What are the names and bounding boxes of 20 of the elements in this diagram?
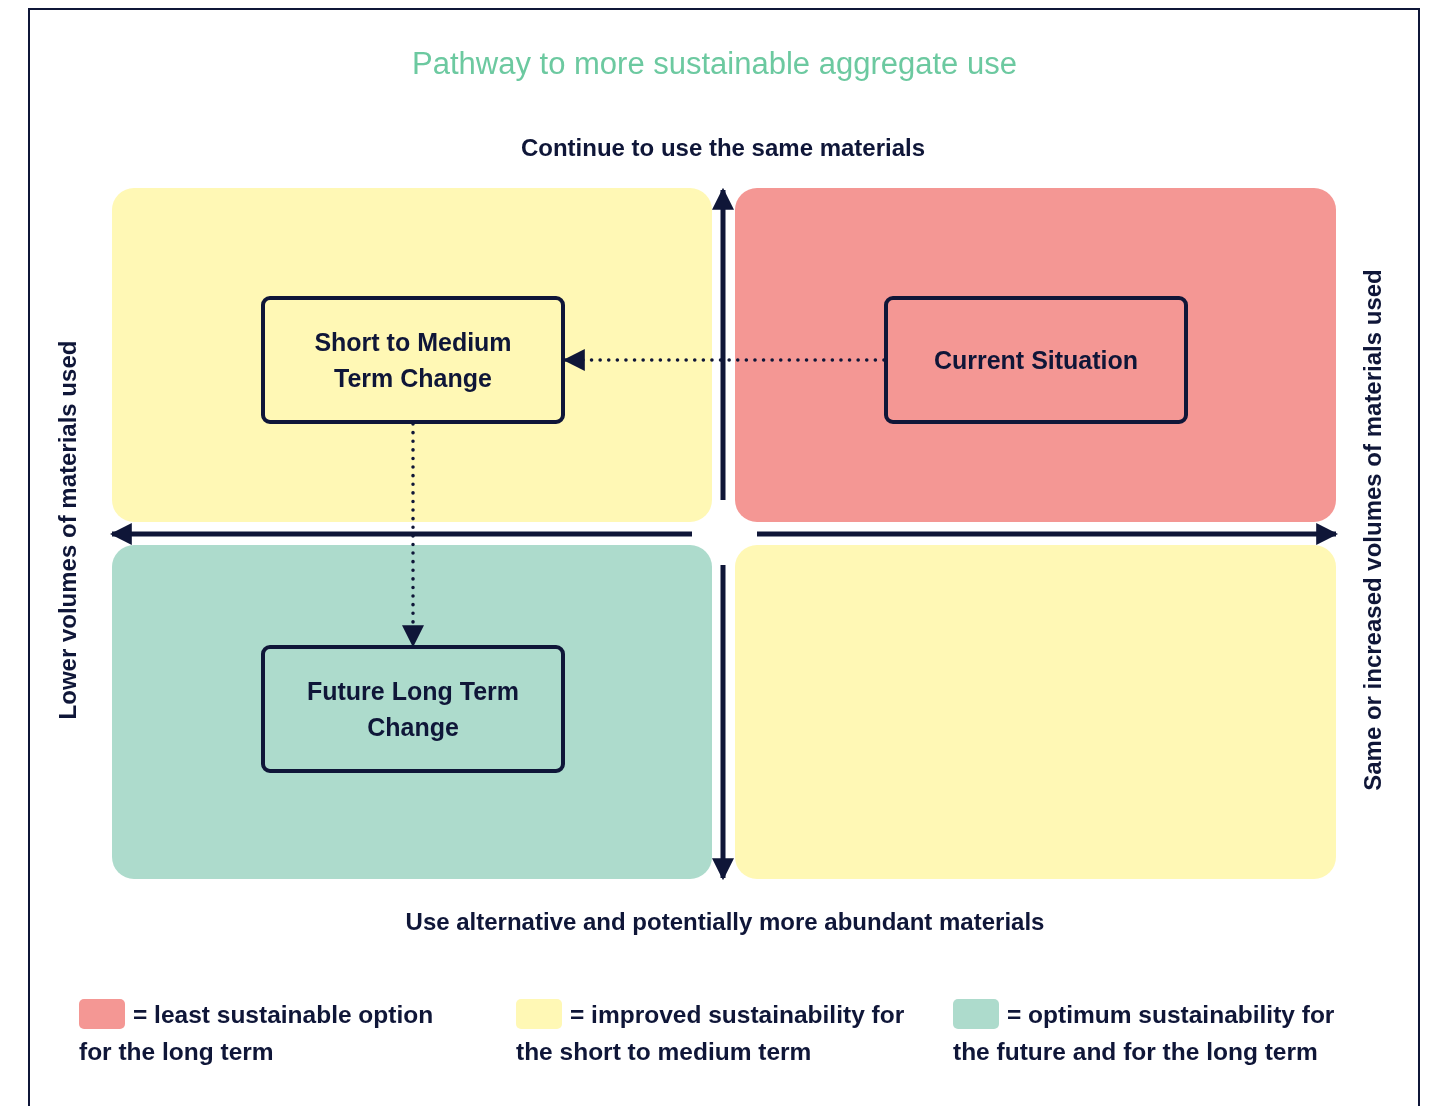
stage-label: Current Situation: [932, 345, 1140, 376]
stage-label: Short to Medium Term Change: [313, 327, 513, 394]
quadrant-panel: [112, 545, 712, 879]
quadrant-panel: [112, 188, 712, 522]
stage-box: [261, 645, 565, 773]
stage-label: Future Long Term Change: [306, 676, 520, 743]
axis-label: Continue to use the same materials: [520, 134, 926, 162]
axis-label: Lower volumes of materials used: [54, 340, 82, 720]
legend-text: = least sustainable option for the long term: [79, 1001, 434, 1065]
axis-label: Same or increased volumes of materials used: [1359, 269, 1387, 791]
quadrant-panel: [735, 545, 1336, 879]
stage-box: [884, 296, 1188, 424]
dotted-arrow: [402, 422, 424, 648]
title: Pathway to more sustainable aggregate use: [412, 46, 1017, 81]
quadrant-panel: [735, 188, 1336, 522]
dotted-arrow: [562, 349, 886, 371]
stage-box: [261, 296, 565, 424]
legend-text: = optimum sustainability for the future and for the long term: [953, 1001, 1335, 1065]
legend-text: = improved sustainability for the short to medium term: [516, 1001, 905, 1065]
axis-label: Use alternative and potentially more abundant materials: [405, 908, 1045, 936]
